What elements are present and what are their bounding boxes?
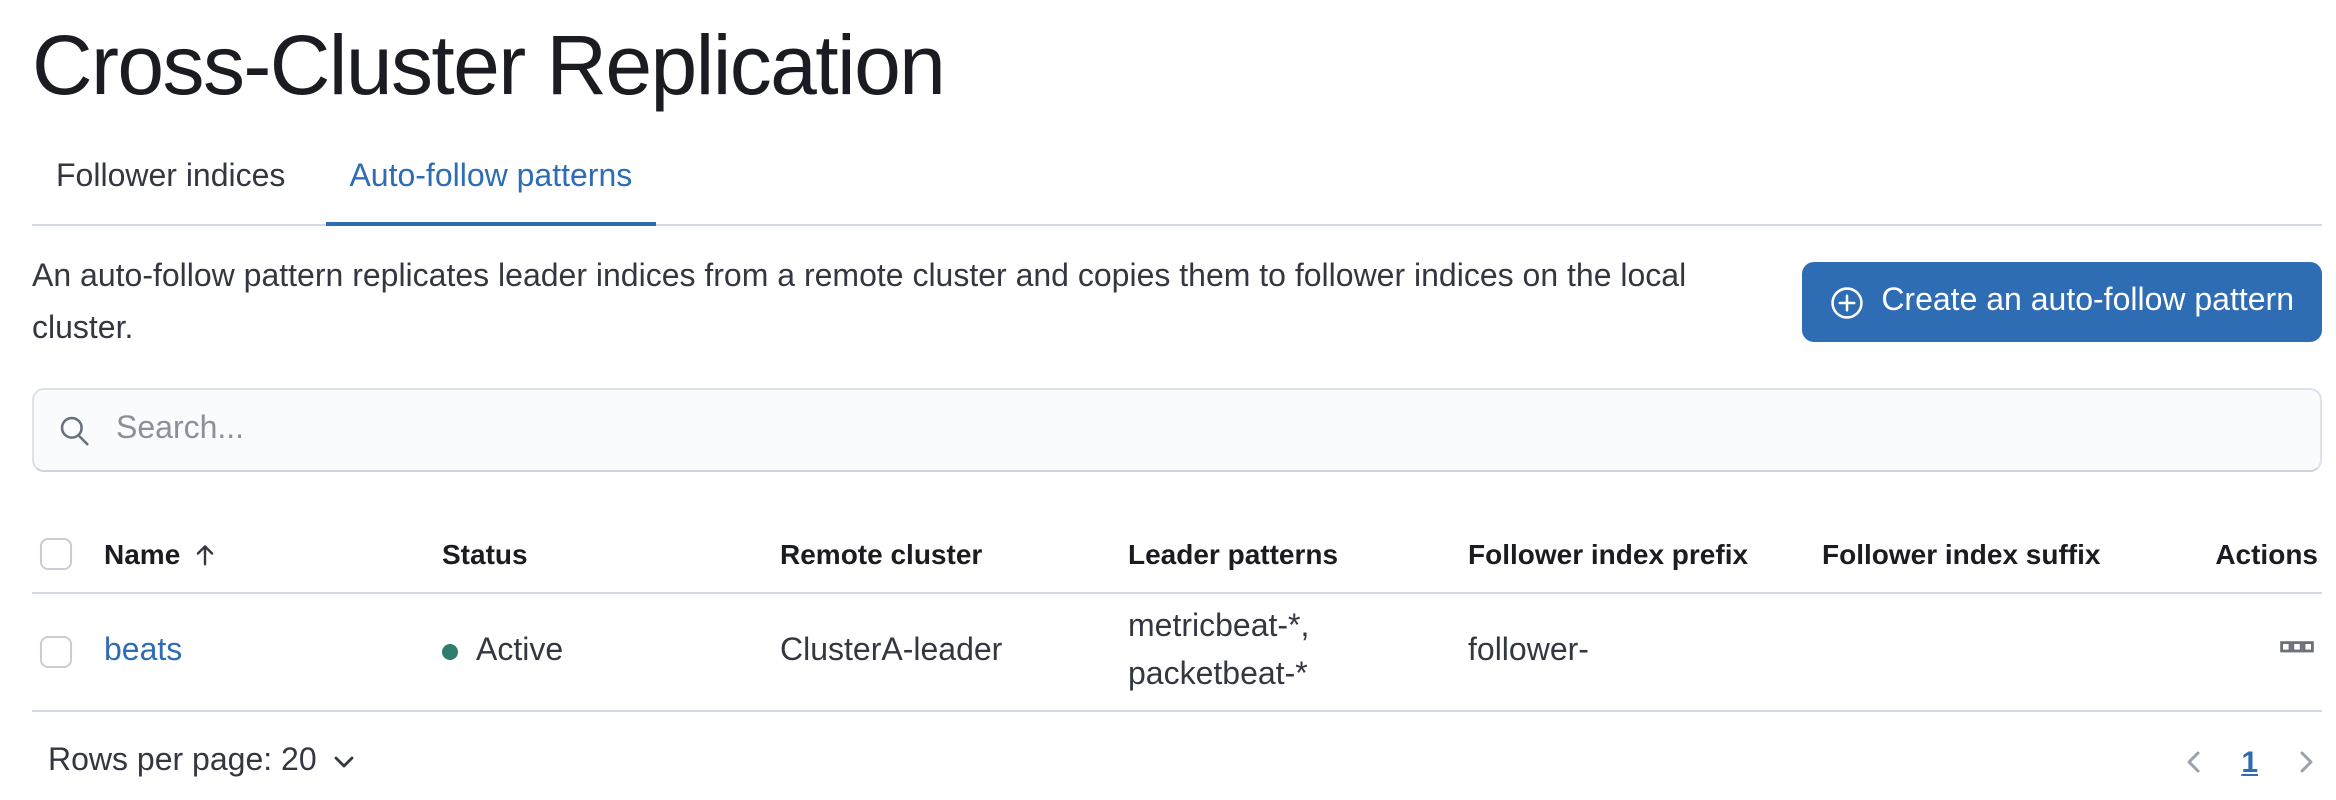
tab-auto-follow-patterns[interactable]: Auto-follow patterns: [325, 158, 658, 226]
search-input[interactable]: [112, 410, 2296, 450]
intro-text: An auto-follow pattern replicates leader…: [32, 260, 1687, 346]
pagination: 1: [2177, 741, 2322, 783]
rows-per-page-label: Rows per page: 20: [48, 744, 317, 778]
create-auto-follow-pattern-button[interactable]: Create an auto-follow pattern: [1801, 262, 2322, 342]
leader-patterns-column-header: Leader patterns: [1128, 524, 1468, 594]
leader-patterns-cell: metricbeat-*, packetbeat-*: [1128, 610, 1310, 692]
intro-row: An auto-follow pattern replicates leader…: [32, 252, 2322, 356]
select-all-checkbox[interactable]: [40, 538, 72, 570]
sort-ascending-icon: [192, 541, 218, 567]
tab-follower-indices[interactable]: Follower indices: [32, 158, 309, 224]
table-footer: Rows per page: 20 1: [32, 740, 2322, 784]
boxes-horizontal-icon: [2280, 639, 2314, 669]
follower-index-prefix-cell: follower-: [1468, 593, 1822, 712]
search-bar: [32, 388, 2322, 472]
actions-column-header: Actions: [2162, 524, 2322, 594]
rows-per-page-button[interactable]: Rows per page: 20: [40, 740, 367, 784]
pattern-name-link[interactable]: beats: [104, 634, 183, 668]
status-cell: Active: [442, 628, 764, 676]
table-row: beats Active ClusterA-leader metricbeat-…: [32, 593, 2322, 712]
table-header-row: Name Status Remote cluster Leader patter…: [32, 524, 2322, 594]
name-column-header[interactable]: Name: [104, 536, 218, 572]
remote-cluster-cell: ClusterA-leader: [780, 593, 1128, 712]
chevron-left-icon: [2177, 751, 2209, 784]
name-column-label: Name: [104, 538, 181, 570]
row-actions-button[interactable]: [2276, 625, 2318, 667]
auto-follow-patterns-table: Name Status Remote cluster Leader patter…: [32, 524, 2322, 712]
plus-in-circle-icon: [1829, 285, 1863, 319]
page-title: Cross-Cluster Replication: [32, 18, 946, 112]
follower-index-suffix-column-header: Follower index suffix: [1822, 524, 2162, 594]
chevron-down-icon: [331, 748, 359, 776]
previous-page-button[interactable]: [2177, 746, 2209, 778]
create-button-label: Create an auto-follow pattern: [1881, 284, 2294, 318]
tabs-bar: Follower indices Auto-follow patterns: [32, 158, 2322, 226]
status-active-dot-icon: [442, 644, 458, 660]
search-icon: [58, 413, 92, 447]
follower-index-suffix-cell: [1822, 593, 2162, 712]
page-1-button[interactable]: 1: [2233, 741, 2266, 783]
next-page-button[interactable]: [2290, 746, 2322, 778]
row-checkbox[interactable]: [40, 636, 72, 668]
status-column-header: Status: [442, 524, 780, 594]
status-label: Active: [476, 634, 564, 668]
remote-cluster-column-header: Remote cluster: [780, 524, 1128, 594]
chevron-right-icon: [2290, 751, 2322, 784]
follower-index-prefix-column-header: Follower index prefix: [1468, 524, 1822, 594]
